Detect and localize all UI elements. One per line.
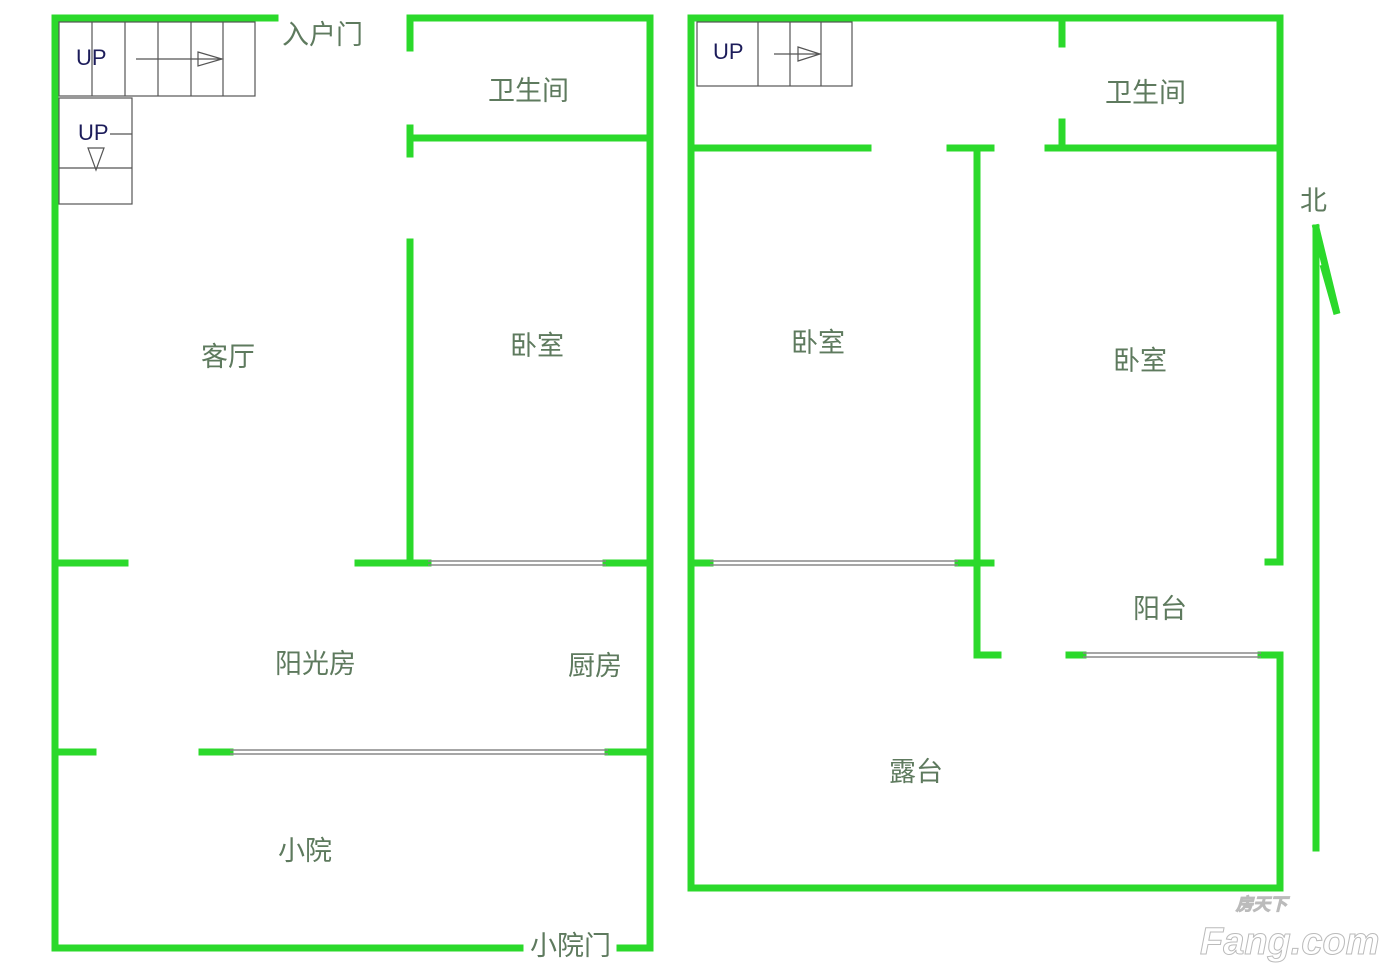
courtyard-label: 小院 (278, 836, 332, 867)
fang-watermark-logo: 房天下 Fang.com (1200, 895, 1380, 964)
bathroom-label: 卫生间 (1105, 78, 1186, 109)
stair-arrow-icon (197, 51, 225, 67)
sunroom-label: 阳光房 (275, 649, 356, 680)
stair-up-label: UP (76, 45, 107, 70)
stair-arrow-icon (797, 46, 822, 62)
living-room-label: 客厅 (201, 342, 255, 373)
bedroom-label: 卧室 (791, 328, 845, 359)
terrace-label: 露台 (889, 757, 943, 788)
stair-arrow-icon (87, 147, 105, 172)
bedroom-label: 卧室 (510, 331, 564, 362)
watermark-cn: 房天下 (1235, 895, 1290, 914)
stair-up-label: UP (713, 39, 744, 64)
stair-up-label: UP (78, 120, 109, 145)
left-staircase (58, 21, 256, 205)
kitchen-label: 厨房 (568, 651, 622, 682)
north-label: 北 (1300, 186, 1327, 217)
entry-door-label: 入户门 (282, 20, 363, 51)
left-plan-windows (230, 560, 608, 755)
balcony-label: 阳台 (1133, 594, 1187, 625)
watermark-en: Fang.com (1200, 921, 1379, 963)
bedroom-label: 卧室 (1113, 346, 1167, 377)
north-arrow-icon (1311, 223, 1341, 852)
right-staircase (696, 21, 853, 87)
right-plan-walls (687, 14, 1284, 892)
left-plan-walls (51, 14, 654, 952)
bathroom-label: 卫生间 (488, 76, 569, 107)
right-plan-windows (710, 560, 1261, 658)
courtyard-door-label: 小院门 (530, 931, 611, 962)
